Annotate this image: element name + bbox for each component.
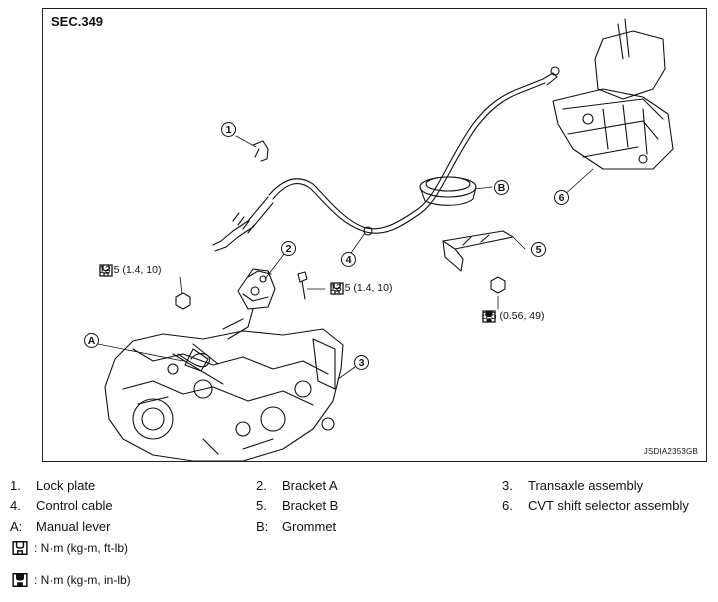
- legend-number: 5.: [256, 498, 267, 513]
- legend-text: Control cable: [36, 498, 113, 513]
- torque-value-3: 5.5 (0.56, 49): [482, 310, 545, 322]
- legend-number: A:: [10, 519, 23, 534]
- unit-legend-in-lb: : N·m (kg-m, in-lb): [12, 572, 131, 588]
- legend-item: 6. CVT shift selector assembly: [502, 498, 689, 513]
- legend-item: B: Grommet: [256, 519, 336, 534]
- wrench-torque-icon: [12, 540, 28, 556]
- figure-code: JSDIA2353GB: [643, 447, 698, 456]
- legend-text: Transaxle assembly: [528, 478, 644, 493]
- callout-a: A: [84, 333, 99, 348]
- torque-spec-3: 5.5 (0.56, 49): [482, 310, 545, 323]
- legend-number: 6.: [502, 498, 513, 513]
- exploded-view-drawing: [97, 18, 674, 462]
- legend-text: Bracket B: [282, 498, 339, 513]
- legend-row: 1. Lock plate 2. Bracket A 3. Transaxle …: [10, 478, 710, 496]
- wrench-torque-icon: [99, 264, 113, 277]
- torque-spec-2: 13.5 (1.4, 10): [330, 282, 393, 295]
- manual-lever-drawing: [177, 353, 211, 368]
- bolt-drawing: [297, 271, 308, 300]
- legend-number: 4.: [10, 498, 21, 513]
- legend-item: A: Manual lever: [10, 519, 110, 534]
- legend-item: 2. Bracket A: [256, 478, 338, 493]
- legend-row: 4. Control cable 5. Bracket B 6. CVT shi…: [10, 498, 710, 516]
- legend-item: 5. Bracket B: [256, 498, 338, 513]
- legend-text: CVT shift selector assembly: [528, 498, 689, 513]
- legend-text: Grommet: [282, 519, 337, 534]
- nut-drawing: [175, 292, 191, 310]
- callout-5: 5: [531, 242, 546, 257]
- wrench-torque-filled-icon: [12, 572, 28, 588]
- legend-number: 1.: [10, 478, 21, 493]
- bracket-a-drawing: [222, 268, 276, 340]
- wrench-torque-filled-icon: [482, 310, 496, 323]
- callout-6: 6: [554, 190, 569, 205]
- callout-4: 4: [341, 252, 356, 267]
- legend-text: Bracket A: [282, 478, 338, 493]
- diagram-frame: SEC.349 JSDIA2353GB 1 2 3 4 5 6 A B 13.5…: [42, 8, 707, 462]
- unit-text: : N·m (kg-m, ft-lb): [34, 541, 128, 555]
- leader-lines: [97, 135, 594, 380]
- bracket-b-drawing: [442, 230, 514, 294]
- callout-3: 3: [354, 355, 369, 370]
- legend-number: 2.: [256, 478, 267, 493]
- legend-text: Manual lever: [36, 519, 111, 534]
- legend-text: Lock plate: [36, 478, 96, 493]
- lock-plate-drawing: [252, 140, 269, 162]
- unit-legend-ft-lb: : N·m (kg-m, ft-lb): [12, 540, 128, 556]
- legend-row: A: Manual lever B: Grommet: [10, 519, 710, 537]
- transaxle-assembly-drawing: [104, 328, 344, 462]
- legend-item: 1. Lock plate: [10, 478, 95, 493]
- section-label: SEC.349: [51, 14, 104, 29]
- grommet-drawing: [419, 176, 477, 206]
- legend-item: 3. Transaxle assembly: [502, 478, 643, 493]
- legend-item: 4. Control cable: [10, 498, 113, 513]
- wrench-torque-icon: [330, 282, 344, 295]
- callout-1: 1: [221, 122, 236, 137]
- callout-b: B: [494, 180, 509, 195]
- legend-number: 3.: [502, 478, 513, 493]
- control-cable-drawing: [212, 66, 560, 252]
- torque-value-2: 13.5 (1.4, 10): [330, 282, 393, 294]
- legend-number: B:: [256, 519, 269, 534]
- cvt-shift-selector-drawing: [552, 18, 674, 170]
- torque-spec-1: 13.5 (1.4, 10): [99, 264, 162, 277]
- callout-2: 2: [281, 241, 296, 256]
- torque-value-1: 13.5 (1.4, 10): [99, 264, 162, 276]
- unit-text: : N·m (kg-m, in-lb): [34, 573, 131, 587]
